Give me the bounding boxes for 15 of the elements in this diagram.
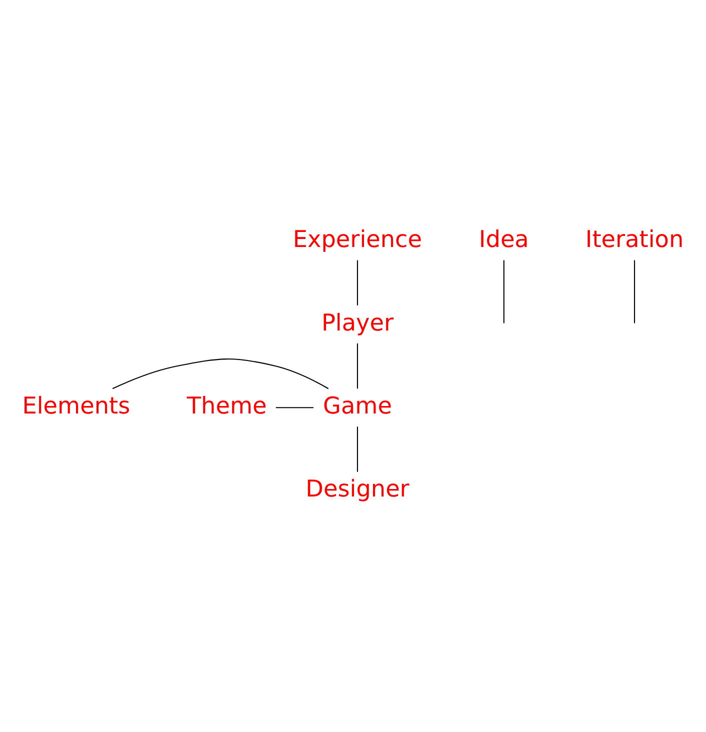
connector [112,358,329,390]
connector [356,260,358,306]
connector [276,407,314,408]
connector [356,343,358,389]
node-text: Game [323,392,392,420]
connector [634,260,636,324]
node-text: Iteration [585,226,684,254]
node-text: Designer [306,476,410,503]
node-text: Theme [186,392,267,420]
node-text: Elements [22,392,130,420]
node-text: Player [321,309,394,336]
node-text: Experience [292,226,422,254]
node-text: Idea [478,226,529,254]
connector [503,260,504,324]
connector [356,426,358,472]
